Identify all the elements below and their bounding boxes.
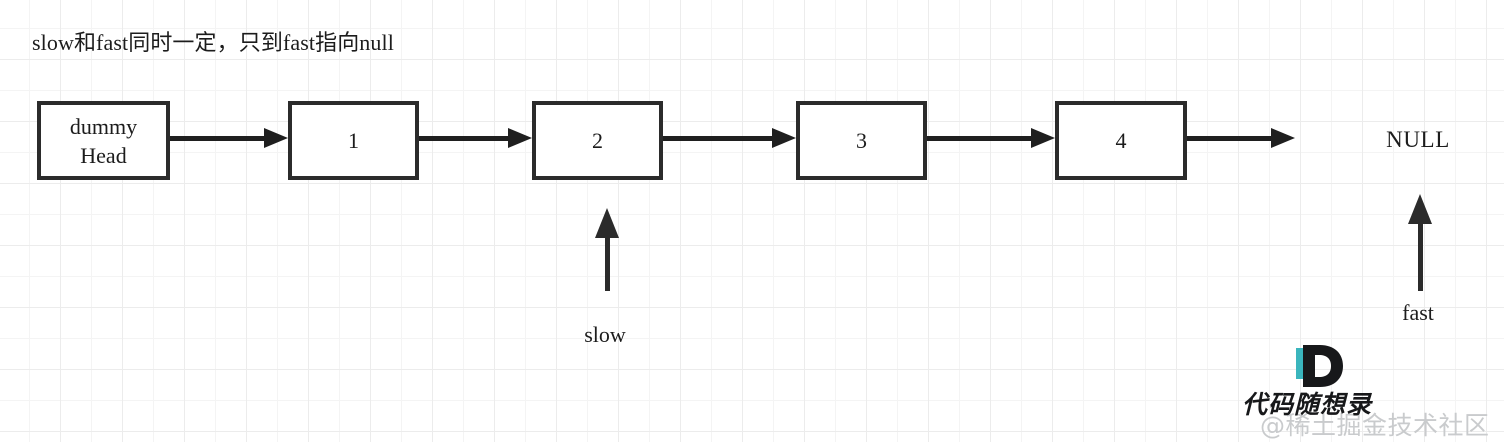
node-label: 1 <box>348 128 359 153</box>
watermark-brand-text: 代码随想录 <box>1242 390 1373 419</box>
arrow-shaft <box>605 229 610 291</box>
slow-pointer-label: slow <box>584 322 626 347</box>
arrow-head-icon <box>1271 128 1295 148</box>
list-node-3: 3 <box>796 101 927 180</box>
link-arrow-dummy-to-1 <box>170 128 288 148</box>
arrow-head-icon <box>508 128 532 148</box>
arrow-shaft <box>170 136 264 141</box>
list-node-4: 4 <box>1055 101 1187 180</box>
node-label-line-1: dummy <box>69 113 138 139</box>
node-label: 3 <box>856 128 867 153</box>
arrow-head-icon <box>264 128 288 148</box>
null-terminator-label: NULL <box>1386 127 1450 152</box>
arrow-head-icon <box>772 128 796 148</box>
fast-pointer-label: fast <box>1402 300 1434 325</box>
arrow-shaft <box>419 136 508 141</box>
fast-pointer-arrow <box>1408 194 1432 291</box>
node-label: 2 <box>592 128 603 153</box>
arrow-shaft <box>1418 215 1423 291</box>
arrow-shaft <box>663 136 772 141</box>
link-arrow-4-to-null <box>1187 128 1295 148</box>
list-node-2: 2 <box>532 101 663 180</box>
link-arrow-2-to-3 <box>663 128 796 148</box>
brand-d-logo-icon <box>1296 345 1343 387</box>
node-label-line-2: Head <box>80 142 127 168</box>
link-arrow-1-to-2 <box>419 128 532 148</box>
watermark-source-text: @稀土掘金技术社区 <box>1260 411 1490 440</box>
arrow-shaft <box>1187 136 1271 141</box>
list-node-1: 1 <box>288 101 419 180</box>
slow-pointer-arrow <box>595 208 619 291</box>
arrow-shaft <box>927 136 1031 141</box>
link-arrow-3-to-4 <box>927 128 1055 148</box>
list-node-dummy-head: dummy Head <box>37 101 170 180</box>
node-label: 4 <box>1115 128 1127 153</box>
diagram-title: slow和fast同时一定，只到fast指向null <box>32 30 394 55</box>
arrow-head-icon <box>1031 128 1055 148</box>
watermark: @稀土掘金技术社区 代码随想录 <box>1240 340 1504 442</box>
